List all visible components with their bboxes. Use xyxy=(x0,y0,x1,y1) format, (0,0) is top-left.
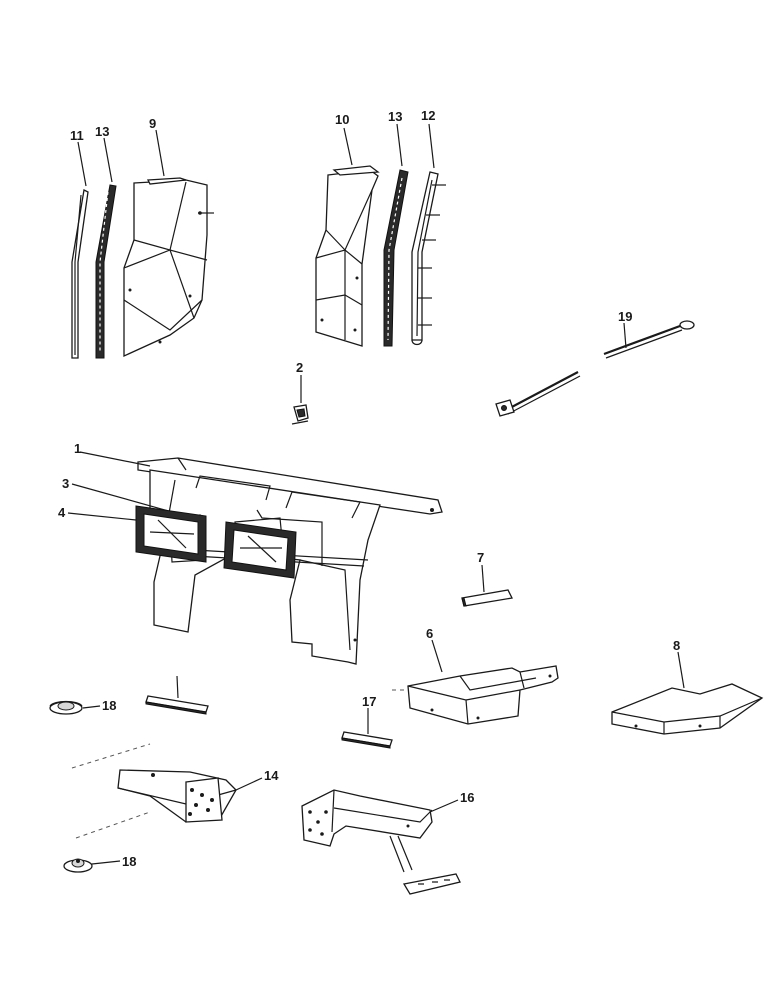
part-13-seal-left xyxy=(95,184,117,359)
leader-8 xyxy=(677,651,685,689)
leader-18a xyxy=(82,705,101,709)
part-9-side-panel xyxy=(123,177,214,358)
label-10: 10 xyxy=(335,112,349,127)
leader-19 xyxy=(623,322,627,349)
label-3: 3 xyxy=(62,476,69,491)
part-18-grommet-upper xyxy=(49,700,83,715)
part-4-bezel-right xyxy=(223,521,297,579)
leader-16 xyxy=(429,799,459,813)
leader-6 xyxy=(431,639,443,673)
part-7-bar xyxy=(461,589,513,607)
label-17: 17 xyxy=(362,694,376,709)
label-19: 19 xyxy=(618,309,632,324)
label-9: 9 xyxy=(149,116,156,131)
part-2-clip xyxy=(291,404,309,425)
label-6: 6 xyxy=(426,626,433,641)
part-18-grommet-lower xyxy=(63,858,93,873)
leader-14 xyxy=(235,777,263,791)
label-18a: 18 xyxy=(102,698,116,713)
leader-13a xyxy=(103,137,113,183)
label-18b: 18 xyxy=(122,854,136,869)
label-2: 2 xyxy=(296,360,303,375)
part-10-side-panel xyxy=(315,165,380,347)
part-8-floor-plate xyxy=(611,683,764,735)
leader-10 xyxy=(343,127,353,166)
part-16-step-bracket xyxy=(301,789,461,895)
part-1-dashboard xyxy=(137,457,443,665)
label-16: 16 xyxy=(460,790,474,805)
leader-12 xyxy=(428,123,435,169)
leader-3 xyxy=(71,483,173,513)
part-11-strip xyxy=(71,189,89,359)
label-13b: 13 xyxy=(388,109,402,124)
leader-7 xyxy=(481,564,485,593)
label-12: 12 xyxy=(421,108,435,123)
label-11: 11 xyxy=(70,128,84,143)
leader-9 xyxy=(155,129,165,177)
leader-4 xyxy=(67,512,137,521)
label-4: 4 xyxy=(58,505,66,520)
label-14: 14 xyxy=(264,768,279,783)
spacer-bar xyxy=(145,675,209,715)
part-14-bracket xyxy=(71,743,237,839)
part-19-cable xyxy=(495,320,695,417)
label-13a: 13 xyxy=(95,124,109,139)
leader-11 xyxy=(77,141,87,187)
leader-18b xyxy=(91,860,121,865)
part-6-floor-section xyxy=(392,665,559,725)
label-1: 1 xyxy=(74,441,81,456)
label-7: 7 xyxy=(477,550,484,565)
part-4-bezel-left xyxy=(135,505,207,563)
part-13-seal-right xyxy=(383,169,409,347)
part-17-bar xyxy=(341,731,393,749)
label-8: 8 xyxy=(673,638,680,653)
leader-13b xyxy=(396,123,403,167)
part-12-trim-strip xyxy=(411,171,446,346)
leader-1 xyxy=(79,451,151,467)
